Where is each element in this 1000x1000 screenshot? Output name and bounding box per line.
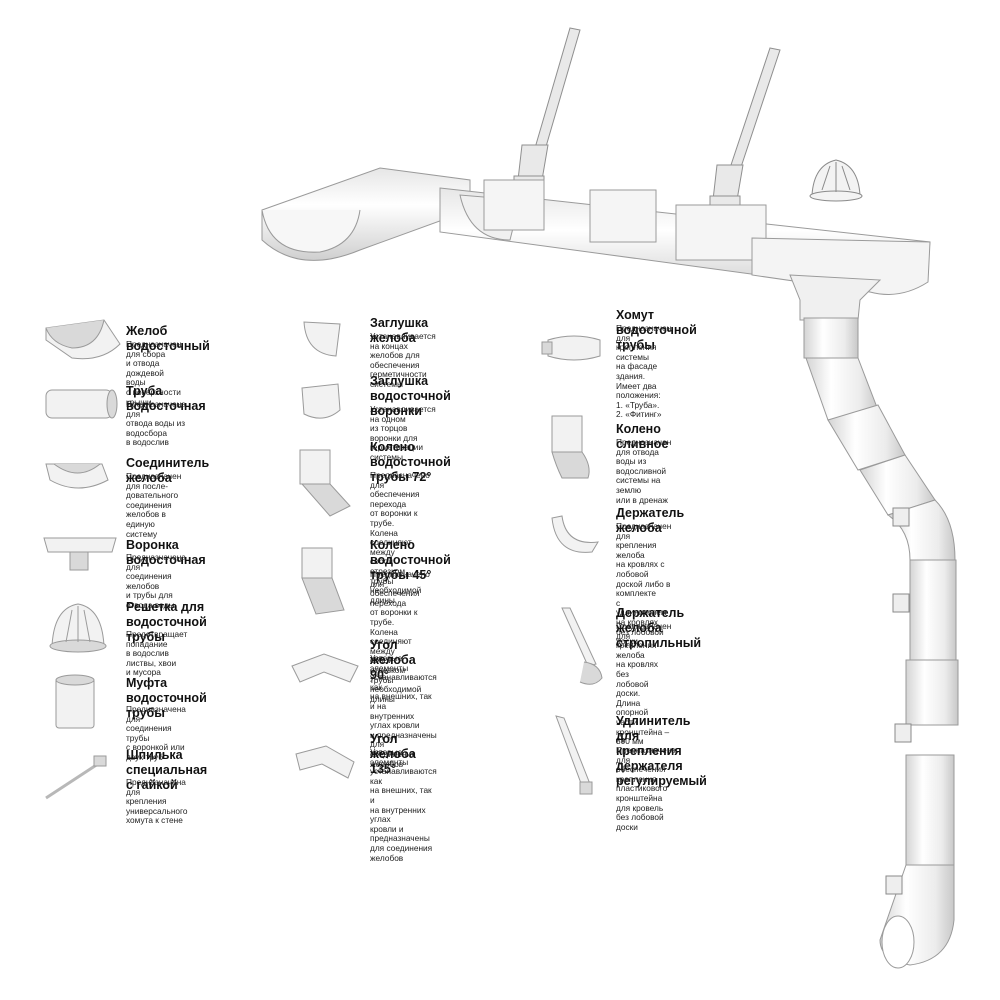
- gutter-icon: [42, 318, 122, 367]
- part-title: Держатель желоба стропильный: [616, 606, 702, 650]
- part-description: Угловые элементы устанавливаются как на …: [370, 653, 437, 769]
- part-description: Предназначена для соединения трубы с вор…: [126, 704, 186, 762]
- pipe-icon: [42, 384, 118, 429]
- gutter-cap-icon: [296, 316, 346, 367]
- part-description: Предназначена для крепления универсально…: [126, 777, 188, 826]
- part-title: Воронка водосточная: [126, 538, 206, 567]
- part-title: Колено сливное: [616, 422, 669, 451]
- part-description: Предназначено для обеспечения перехода о…: [370, 470, 430, 605]
- hero-pipe-clamps: [885, 507, 912, 895]
- part-description: Предназначена для соединения желобов и т…: [126, 552, 186, 610]
- part-title: Колено водосточной трубы 72°: [370, 440, 451, 484]
- hero-downpipe: [789, 274, 959, 969]
- grate-icon: [42, 600, 112, 661]
- rafter-holder-icon: [556, 604, 606, 695]
- part-title: Угол желоба 135°: [370, 732, 416, 776]
- funnel-icon: [42, 530, 118, 579]
- part-description: Предназначен для крепления системы на фа…: [616, 323, 672, 420]
- part-description: Предназначен для отвода воды из водослив…: [616, 437, 672, 505]
- part-description: Предназначено для обеспечения перехода о…: [370, 569, 430, 704]
- elbow-72-icon: [296, 444, 356, 525]
- part-description: Устанавливается на одном из торцов ворон…: [370, 404, 436, 462]
- part-description: Угловые элементы устанавливаются как на …: [370, 747, 437, 863]
- part-title: Муфта водосточной трубы: [126, 676, 207, 720]
- part-description: Предназначен для крепления желоба на кро…: [616, 521, 672, 647]
- part-title: Желоб водосточный: [126, 324, 210, 353]
- part-title: Колено водосточной трубы 45°: [370, 538, 451, 582]
- drain-elbow-icon: [548, 410, 598, 487]
- extender-icon: [550, 712, 600, 803]
- part-title: Заглушка водосточной воронки: [370, 374, 451, 418]
- part-title: Шпилька специальная с гайкой: [126, 748, 208, 792]
- part-title: Труба водосточная: [126, 384, 206, 413]
- pipe-clamp-icon: [540, 330, 606, 371]
- hero-grate: [809, 159, 863, 202]
- part-title: Заглушка желоба: [370, 316, 429, 345]
- part-description: Устанавливается на концах желобов для об…: [370, 331, 436, 389]
- gutter-holder-icon: [548, 512, 604, 567]
- corner-90-icon: [288, 648, 362, 697]
- part-title: Удлинитель для крепления держателя регул…: [616, 714, 707, 788]
- part-title: Хомут водосточной трубы: [616, 308, 697, 352]
- stud-icon: [42, 752, 112, 807]
- part-title: Держатель желоба: [616, 506, 685, 535]
- part-title: Угол желоба 90°: [370, 638, 416, 682]
- funnel-cap-icon: [296, 380, 346, 431]
- coupling-icon: [42, 672, 102, 739]
- corner-135-icon: [292, 740, 358, 791]
- part-description: Предназначен для после- довательного сое…: [126, 471, 182, 539]
- gutter-connector-icon: [42, 456, 112, 501]
- part-description: Предназначена для отвода воды из водосбо…: [126, 399, 186, 448]
- elbow-45-icon: [296, 542, 352, 623]
- part-description: Предназначен для сбора и отвода дождевой…: [126, 339, 182, 407]
- part-description: Предотвращает попадание в водослив листв…: [126, 629, 188, 678]
- rafter-holder-right: [709, 47, 781, 207]
- hero-gutter: [261, 167, 931, 295]
- part-title: Решетка для водосточной трубы: [126, 600, 207, 644]
- part-title: Соединитель желоба: [126, 456, 210, 485]
- rafter-holder-left: [513, 27, 581, 187]
- part-description: Предназначена для обеспечения крепления …: [616, 745, 676, 832]
- part-description: Предназначен для крепления желоба на кро…: [616, 621, 672, 747]
